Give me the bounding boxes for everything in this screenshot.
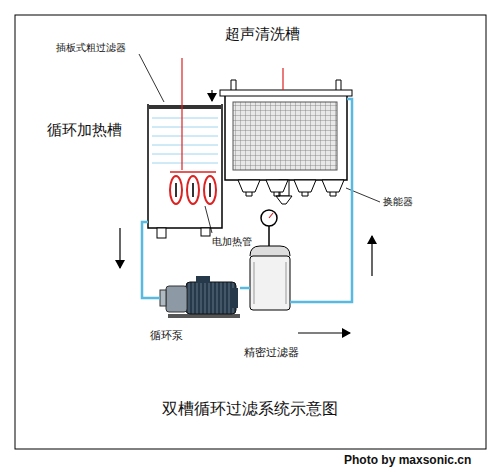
node-label: 循环加热槽 [47, 122, 122, 139]
pump-node: 循环泵 [160, 276, 240, 318]
heating-tank-node: 循环加热槽 [148, 104, 222, 228]
flow-arrows [120, 228, 372, 333]
ultrasonic-tank-node: 超声清洗槽 [225, 95, 347, 180]
diagram-title: 双槽循环过滤系统示意图 [162, 400, 338, 418]
pipe-connector [142, 222, 160, 298]
leader-lines [139, 54, 380, 233]
node-label: 超声清洗槽 [225, 26, 300, 43]
pipe-connector [240, 287, 250, 290]
part-label: 换能器 [383, 196, 413, 208]
transducers [238, 180, 344, 196]
ultrasonic-tank [220, 68, 352, 204]
pipe-connector [290, 99, 352, 302]
heater-tubes [170, 58, 216, 204]
node-label: 精密过滤器 [244, 347, 299, 360]
part-label: 插板式粗过滤器 [56, 42, 126, 54]
credit-text: Photo by maxsonic.cn [344, 454, 471, 468]
node-label: 循环泵 [150, 330, 183, 343]
filter-node: 精密过滤器 [250, 246, 290, 310]
heating-tank [148, 90, 222, 238]
precision-filter [250, 210, 290, 310]
part-label: 电加热管 [212, 236, 252, 248]
pump [160, 276, 240, 318]
frame [15, 15, 486, 449]
